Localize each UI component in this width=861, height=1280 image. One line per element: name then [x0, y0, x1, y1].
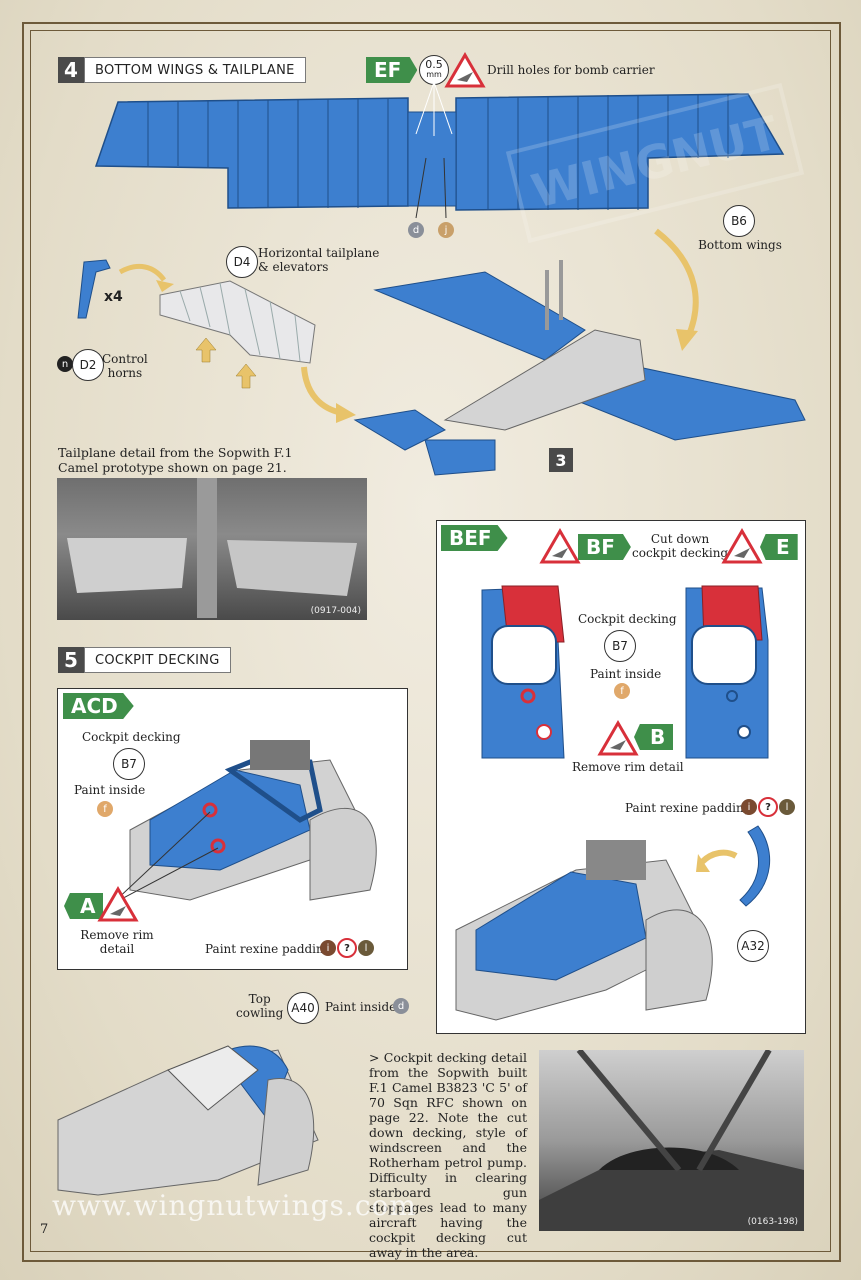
step-4-header: 4 BOTTOM WINGS & TAILPLANE	[58, 57, 306, 83]
bef-rexine-label: Paint rexine padding	[625, 801, 752, 815]
control-horn-part	[77, 259, 111, 319]
drill-unit: mm	[426, 70, 442, 79]
bef-bf-tag: BF	[578, 534, 631, 560]
tailplane-photo-code: (0917-004)	[310, 606, 361, 616]
drill-label: Drill holes for bomb carrier	[487, 63, 655, 77]
acd-rexine-drop-l: l	[358, 940, 374, 956]
bef-remove-rim-label: Remove rim detail	[572, 760, 684, 774]
acd-rexine-drop-i: i	[320, 940, 336, 956]
acd-remove-rim-label: Remove rim detail	[80, 928, 154, 956]
step-3-badge: 3	[549, 447, 573, 473]
bef-decking-left	[481, 585, 565, 759]
drill-size: 0.5	[425, 58, 443, 71]
horn-placement-arrows	[195, 337, 257, 389]
bef-paint-drop-f: f	[614, 683, 630, 699]
tailplane-illustration	[159, 280, 316, 364]
tailplane-photo-caption: Tailplane detail from the Sopwith F.1 Ca…	[58, 445, 293, 475]
cockpit-photo-code: (0163-198)	[747, 1217, 798, 1227]
bef-b-tag: B	[634, 724, 674, 750]
paint-drop-d: d	[408, 222, 424, 238]
step-title: COCKPIT DECKING	[84, 647, 231, 673]
drill-warning-icon	[444, 52, 486, 88]
tailplane-photo: (0917-004)	[57, 478, 367, 620]
part-a32: A32	[737, 930, 769, 962]
acd-paint-inside-label: Paint inside	[74, 783, 146, 797]
bef-tag: BEF	[441, 525, 508, 551]
bef-cut-down-label: Cut down cockpit decking	[632, 532, 729, 560]
bef-decking-right	[685, 585, 769, 759]
cockpit-photo-shapes	[539, 1050, 804, 1231]
acd-remove-warning-icon	[97, 886, 139, 922]
bef-bf-warning-icon	[539, 528, 581, 564]
cockpit-photo: (0163-198)	[539, 1050, 804, 1231]
bottom-wings-illustration	[94, 93, 785, 211]
acd-cockpit-illustration	[111, 740, 377, 905]
drill-pointer-lines	[415, 81, 453, 219]
qty-x4: x4	[104, 289, 123, 305]
cockpit-photo-caption: > Cockpit decking detail from the Sopwit…	[369, 1050, 527, 1260]
part-b6: B6	[723, 205, 755, 237]
acd-decking-label: Cockpit decking	[82, 730, 181, 744]
website-watermark: www.wingnutwings.com	[52, 1189, 417, 1222]
part-d2: D2	[72, 349, 104, 381]
part-a40: A40	[287, 992, 319, 1024]
bef-decking-label: Cockpit decking	[578, 612, 677, 626]
svg-text:WINGNUT: WINGNUT	[526, 105, 784, 218]
wingnut-logo-watermark: WINGNUT	[505, 83, 805, 243]
control-horns-label: Control horns	[102, 352, 148, 380]
drill-size-badge: 0.5 mm	[419, 55, 449, 85]
step-title: BOTTOM WINGS & TAILPLANE	[84, 57, 306, 83]
top-cowling-illustration	[57, 1045, 319, 1196]
step-number: 5	[58, 647, 84, 673]
page-frame-inner	[30, 30, 831, 1252]
tailplane-label: Horizontal tailplane & elevators	[258, 246, 380, 274]
rexine-padding-part	[696, 825, 771, 907]
acd-a-tag: A	[64, 893, 104, 919]
part-d4: D4	[226, 246, 258, 278]
acd-tag: ACD	[63, 693, 134, 719]
tailplane-photo-shapes	[67, 478, 357, 618]
paint-drop-n: n	[57, 356, 73, 372]
tailplane-arrow-icon	[301, 366, 356, 423]
top-cowling-label: Top cowling	[236, 992, 284, 1020]
cowling-paint-drop-d: d	[393, 998, 409, 1014]
bef-rexine-drop-unknown: ?	[758, 797, 778, 817]
bef-rexine-drop-i: i	[741, 799, 757, 815]
acd-rexine-label: Paint rexine padding	[205, 942, 332, 956]
wing-arrow-icon	[654, 228, 699, 351]
step-3-number: 3	[549, 448, 573, 472]
acd-paint-drop-f: f	[97, 801, 113, 817]
bef-part-b7: B7	[604, 630, 636, 662]
step-5-header: 5 COCKPIT DECKING	[58, 647, 231, 673]
paint-drop-j: j	[438, 222, 454, 238]
bef-rexine-drop-l: l	[779, 799, 795, 815]
bef-paint-inside-label: Paint inside	[590, 667, 662, 681]
horn-arrow-icon	[118, 263, 174, 292]
page-number: 7	[40, 1222, 49, 1237]
acd-part-b7: B7	[113, 748, 145, 780]
bef-e-warning-icon	[721, 528, 763, 564]
step-number: 4	[58, 57, 84, 83]
bef-b-warning-icon	[597, 720, 639, 756]
assembled-aircraft-illustration	[353, 260, 806, 476]
bef-cockpit-illustration	[455, 840, 713, 1021]
page-frame-outer	[22, 22, 841, 1262]
bottom-wings-label: Bottom wings	[698, 238, 782, 252]
bef-e-tag: E	[760, 534, 798, 560]
ef-tag: EF	[366, 57, 418, 83]
acd-rexine-drop-unknown: ?	[337, 938, 357, 958]
cowling-paint-inside-label: Paint inside	[325, 1000, 397, 1014]
